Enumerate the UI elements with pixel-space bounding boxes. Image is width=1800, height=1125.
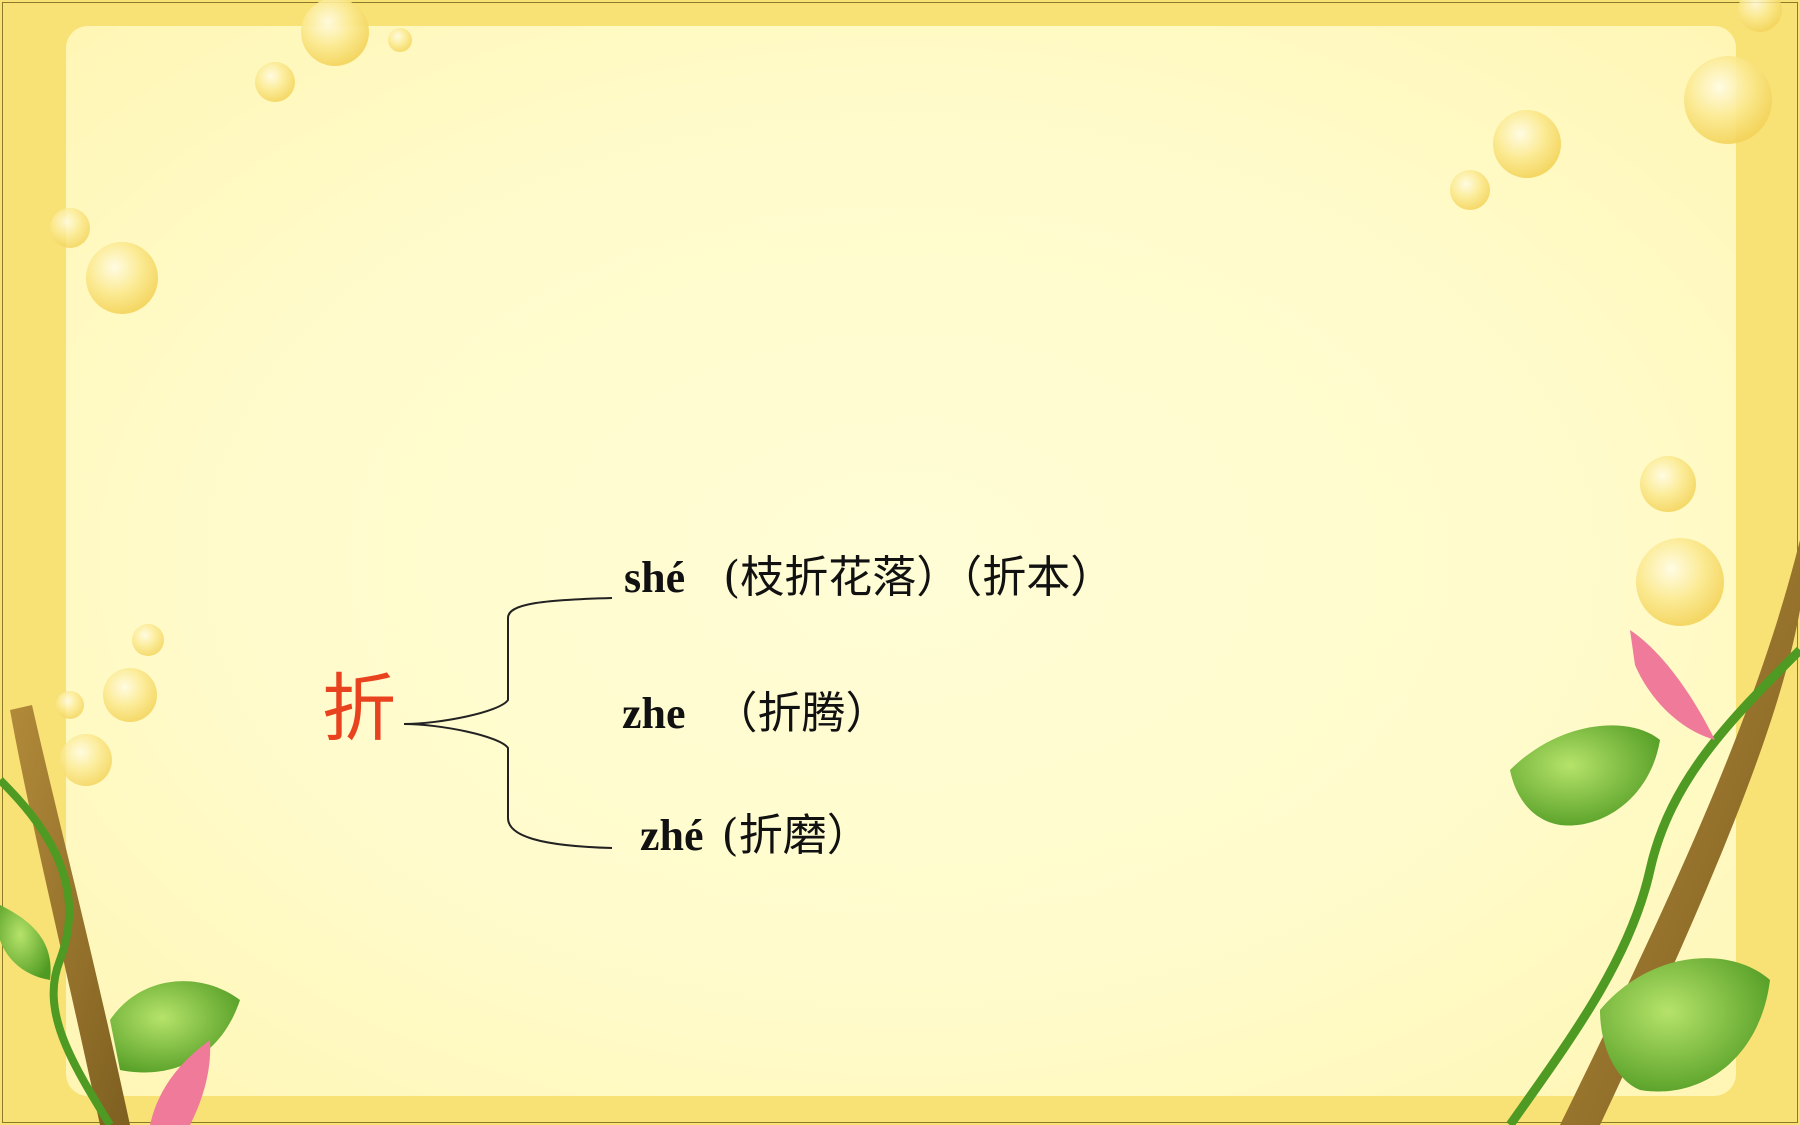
pinyin-label: shé bbox=[624, 553, 686, 602]
bubble-icon bbox=[50, 0, 1782, 786]
example-words: (枝折花落）（折本） bbox=[723, 552, 1115, 603]
example-words: (折磨） bbox=[721, 810, 871, 861]
vine-icon bbox=[0, 705, 240, 1125]
pinyin-label: zhé bbox=[640, 811, 704, 860]
vine-icon bbox=[1506, 540, 1800, 1125]
example-words: （折腾） bbox=[713, 688, 890, 739]
pinyin-label: zhe bbox=[622, 689, 686, 738]
reading-she: shé(枝折花落）（折本） bbox=[624, 556, 1114, 600]
brace-icon bbox=[403, 597, 613, 849]
main-character: 折 bbox=[322, 666, 396, 752]
reading-zhe-neutral: zhe（折腾） bbox=[622, 692, 890, 736]
reading-zhe-second-tone: zhé(折磨） bbox=[640, 814, 871, 858]
